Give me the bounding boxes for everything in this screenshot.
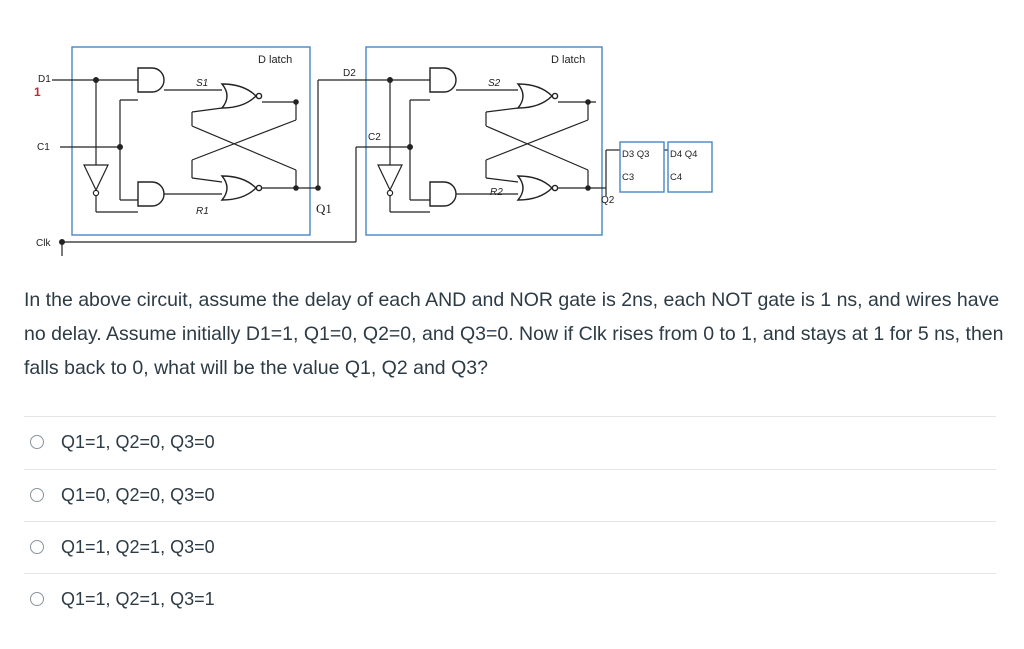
circuit-diagram: D latch D latch: [34, 46, 713, 256]
label-box3-top: D3 Q3: [622, 149, 649, 160]
latch2-box: [365, 46, 603, 236]
latch3-box: [619, 141, 665, 193]
label-c2: C2: [368, 132, 381, 143]
label-s1: S1: [196, 78, 208, 89]
radio-button[interactable]: [30, 540, 44, 554]
answer-option-2[interactable]: Q1=0, Q2=0, Q3=0: [30, 475, 215, 515]
label-s2: S2: [488, 78, 501, 89]
latch1-box: [71, 46, 311, 236]
answer-option-4[interactable]: Q1=1, Q2=1, Q3=1: [30, 579, 215, 619]
latch2-title: D latch: [551, 54, 585, 66]
label-d1: D1: [38, 74, 51, 85]
radio-button[interactable]: [30, 592, 44, 606]
radio-button[interactable]: [30, 435, 44, 449]
answer-option-label: Q1=1, Q2=0, Q3=0: [61, 431, 215, 452]
divider: [24, 521, 996, 522]
radio-button[interactable]: [30, 488, 44, 502]
answer-option-3[interactable]: Q1=1, Q2=1, Q3=0: [30, 527, 215, 567]
label-clk: Clk: [36, 238, 51, 249]
label-r2: R2: [490, 187, 503, 198]
answer-option-1[interactable]: Q1=1, Q2=0, Q3=0: [30, 422, 215, 462]
label-c1: C1: [37, 142, 50, 153]
answer-option-label: Q1=1, Q2=1, Q3=1: [61, 588, 215, 609]
answer-option-label: Q1=1, Q2=1, Q3=0: [61, 536, 215, 557]
latch1: [52, 76, 430, 256]
label-d2: D2: [343, 68, 356, 79]
label-q1: Q1: [316, 201, 332, 216]
label-box3-bottom: C3: [622, 172, 634, 183]
divider: [24, 469, 996, 470]
answer-option-label: Q1=0, Q2=0, Q3=0: [61, 484, 215, 505]
latch4-box: [667, 141, 713, 193]
latch2: [356, 76, 668, 213]
label-d1-value: 1: [34, 85, 41, 99]
label-q2: Q2: [601, 195, 615, 206]
divider: [24, 573, 996, 574]
question-text: In the above circuit, assume the delay o…: [24, 289, 1004, 379]
label-box4-top: D4 Q4: [670, 149, 697, 160]
divider: [24, 416, 996, 417]
label-r1: R1: [196, 206, 209, 217]
latch1-title: D latch: [258, 54, 292, 66]
label-box4-bottom: C4: [670, 172, 682, 183]
